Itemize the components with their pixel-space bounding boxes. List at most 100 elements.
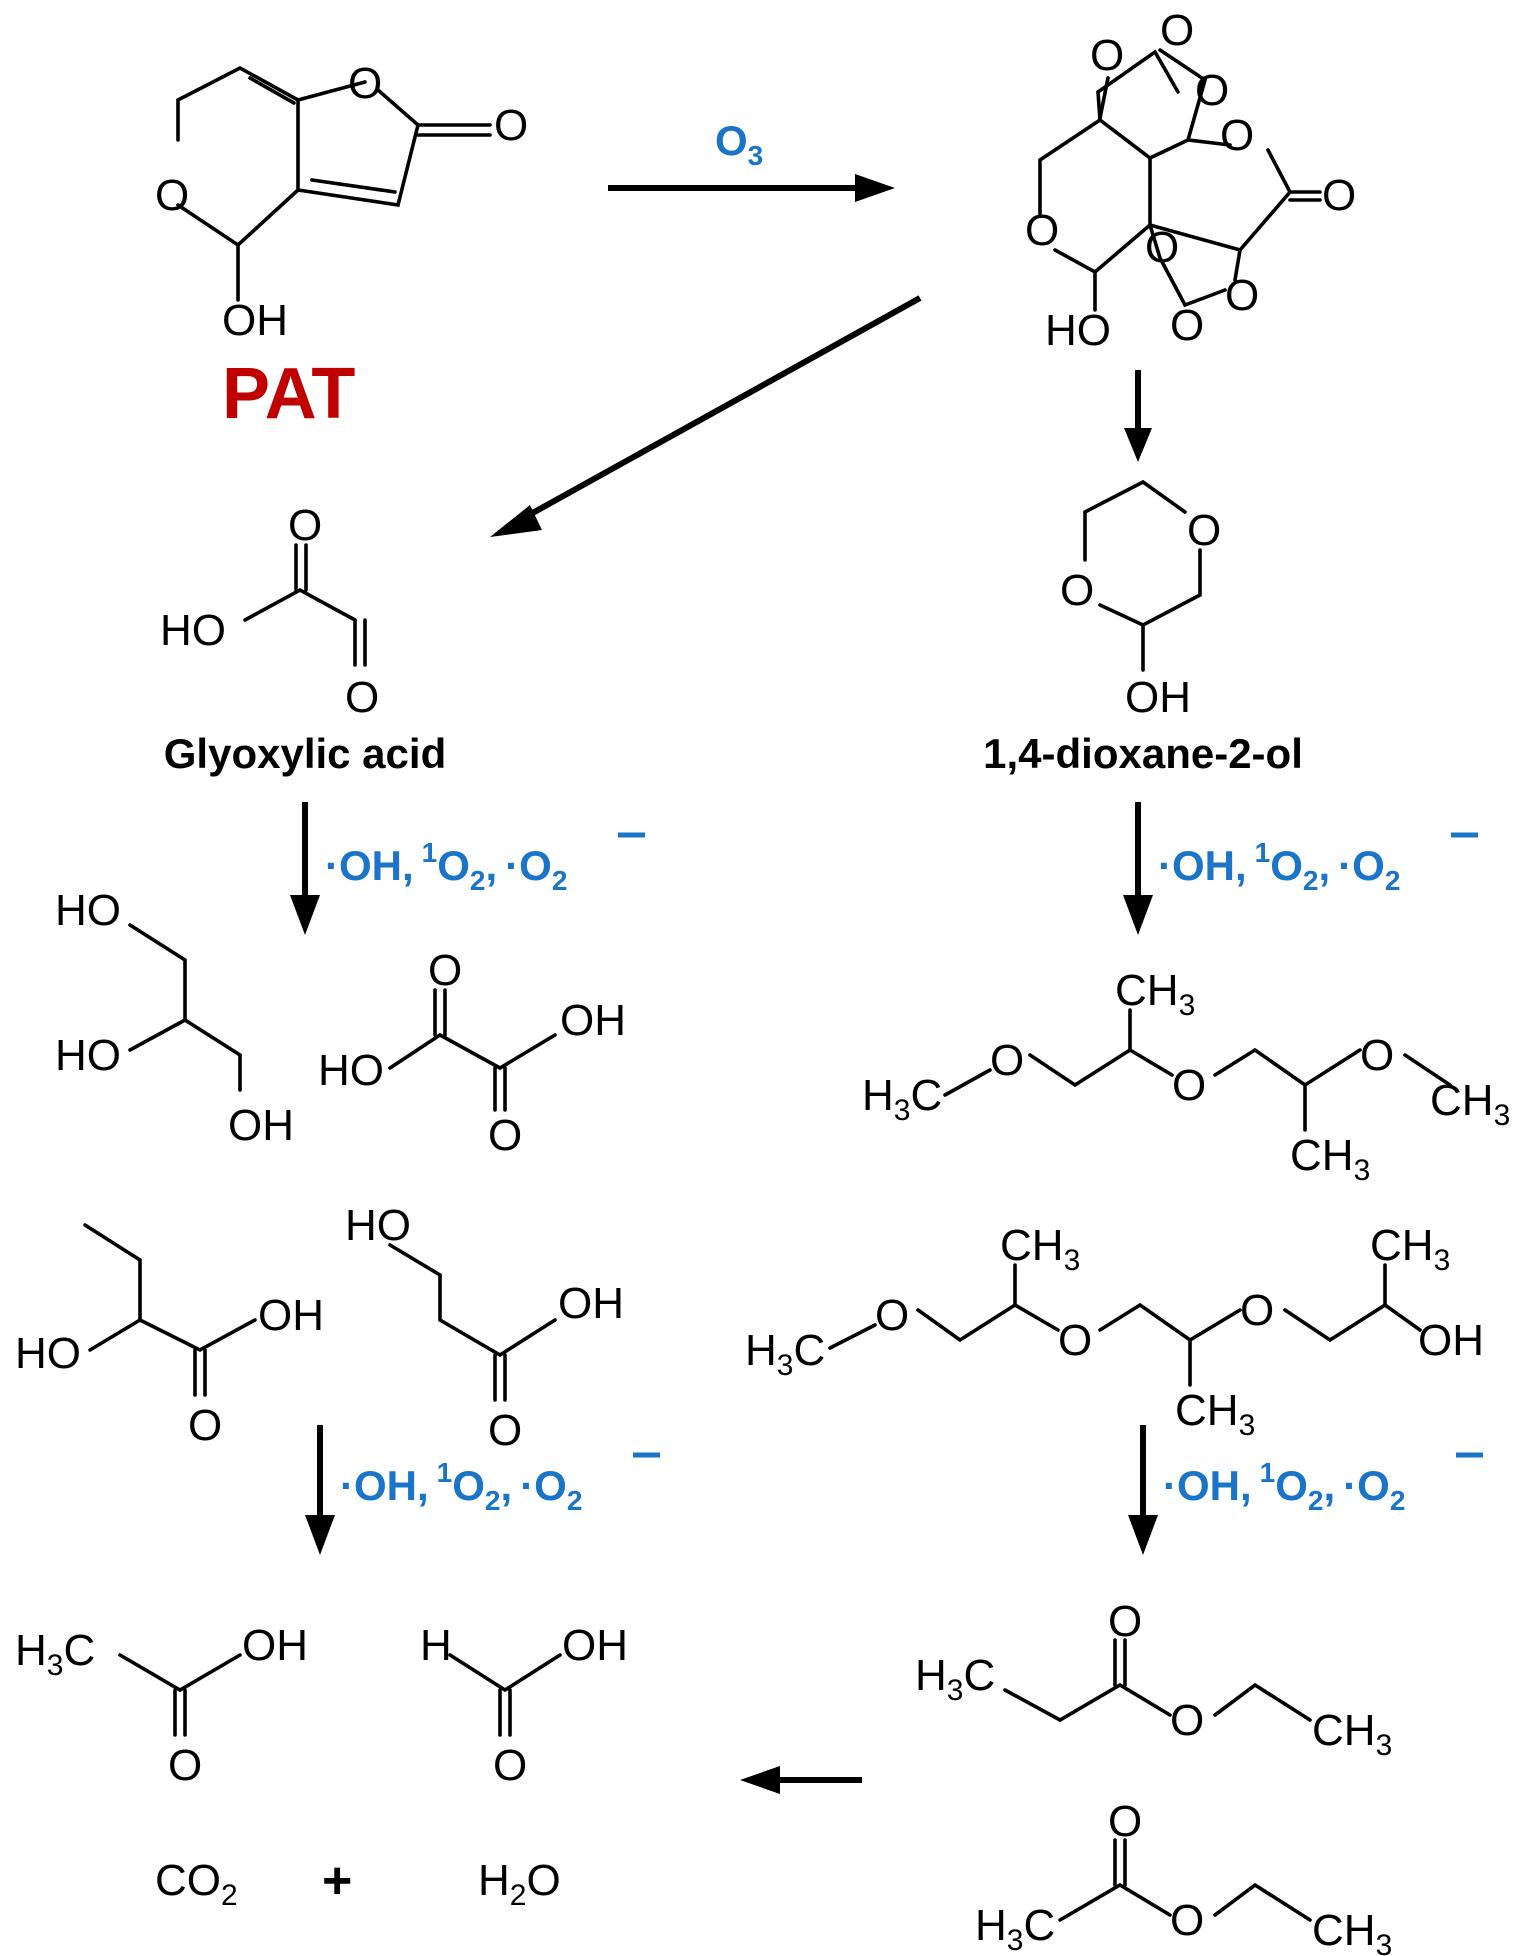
arrow-to-glyoxylic [490,295,922,537]
svg-text:·OH,1O2,·O2: ·OH,1O2,·O2 [1163,1457,1405,1516]
svg-text:·OH,1O2,·O2: ·OH,1O2,·O2 [325,837,567,896]
ether-2-o-2: O [1058,1316,1092,1365]
hydroxypropanoic-hydroxyl: HO [345,1201,411,1250]
ozonide-carbonyl-o: O [1322,171,1356,220]
pat-pyran-o: O [155,171,189,220]
oxalic-structure: O HO OH O [318,946,626,1160]
ether-1-o-3: O [1360,1031,1394,1080]
ethyl-propanoate-structure: O H3C O CH3 [915,1597,1392,1762]
co2-label: CO2 [155,1856,238,1912]
ozonation-arrow: O3 [608,117,895,202]
ethyl-propanoate-methyl-right: CH3 [1312,1706,1392,1762]
ethyl-acetate-structure: O H3C O CH3 [975,1797,1392,1956]
acetic-acid-methyl: H3C [15,1626,95,1682]
hydroxybutanoic-structure: HO OH O [15,1223,324,1450]
ethyl-acetate-methyl-left: H3C [975,1901,1055,1956]
dioxanol-hydroxyl: OH [1125,673,1191,722]
hydroxypropanoic-carbonyl-o: O [488,1406,522,1455]
acetic-acid-carbonyl-o: O [168,1741,202,1790]
ros-arrow-left-2: ·OH,1O2,·O2 [305,1425,660,1555]
ether-1-methyl-right: CH3 [1430,1076,1510,1132]
svg-text:·OH,1O2,·O2: ·OH,1O2,·O2 [1158,837,1400,896]
arrow-to-final-products [740,1766,862,1794]
ether-1-o-1: O [990,1036,1024,1085]
pat-ring-o: O [348,59,382,108]
dioxanol-o-1: O [1187,506,1221,555]
glyoxylic-structure: O HO O [160,501,379,722]
ozonide-structure: O O O O O O O O O HO [1025,6,1356,355]
hydroxybutanoic-carbonyl-o: O [188,1401,222,1450]
acetic-acid-structure: H3C OH O [15,1621,308,1790]
dioxanol-o-2: O [1060,566,1094,615]
ros-label-left-1: ·OH,1O2,·O2 [325,832,645,896]
pat-structure: O O O OH [155,59,528,345]
ozonide-o-3: O [1195,66,1229,115]
hydroxypropanoic-acid-oh: OH [558,1279,624,1328]
mineralization-products: CO2 + H2O [155,1852,561,1912]
svg-text:·OH,1O2,·O2: ·OH,1O2,·O2 [340,1457,582,1516]
ether-1-methyl-bottom: CH3 [1290,1131,1370,1187]
ros-arrow-left-1: ·OH,1O2,·O2 [290,802,645,935]
glycerol-hydroxyl-3: OH [228,1101,294,1150]
ozonide-o-5: O [1025,206,1059,255]
ros-arrow-right-1: ·OH,1O2,·O2 [1123,802,1478,935]
ethyl-propanoate-methyl-left: H3C [915,1651,995,1707]
pat-label: PAT [222,354,355,434]
ether-1-structure: H3C O CH3 O O CH3 CH3 [862,966,1510,1187]
ether-1-methyl-left: H3C [862,1071,942,1127]
dioxanol-structure: O O OH [1060,479,1221,722]
ether-1-methyl-top: CH3 [1115,966,1195,1022]
glyoxylic-label: Glyoxylic acid [164,730,446,777]
ozonide-o-2: O [1160,6,1194,55]
pat-hydroxyl: OH [222,296,288,345]
formic-acid-hydroxyl: OH [562,1621,628,1670]
ros-label-right-1: ·OH,1O2,·O2 [1158,832,1478,896]
ethyl-acetate-ester-o: O [1170,1896,1204,1945]
ether-2-o-1: O [875,1291,909,1340]
acetic-acid-hydroxyl: OH [242,1621,308,1670]
ethyl-propanoate-ester-o: O [1170,1696,1204,1745]
h2o-label: H2O [478,1856,561,1912]
ozonide-o-7: O [1225,271,1259,320]
formic-acid-hydrogen: H [420,1621,452,1670]
ozone-label: O3 [715,117,763,171]
ozonide-o-8: O [1170,301,1204,350]
ether-2-methyl-bottom: CH3 [1175,1386,1255,1442]
oxalic-hydroxyl-1: HO [318,1046,384,1095]
glycerol-hydroxyl-1: HO [55,886,121,935]
ethyl-propanoate-carbonyl-o: O [1108,1597,1142,1646]
ether-2-methyl-top-1: CH3 [1000,1221,1080,1277]
hydroxybutanoic-acid-oh: OH [258,1291,324,1340]
hydroxybutanoic-hydroxyl: HO [15,1329,81,1378]
glycerol-structure: HO HO OH [55,886,294,1150]
ethyl-acetate-carbonyl-o: O [1108,1797,1142,1846]
ether-1-o-2: O [1172,1061,1206,1110]
ether-2-methyl-top-2: CH3 [1370,1221,1450,1277]
ether-2-o-3: O [1240,1286,1274,1335]
ether-2-structure: H3C O CH3 O O CH3 CH3 OH [745,1221,1484,1442]
ozonide-hydroxyl: HO [1045,306,1111,355]
ozonide-o-1: O [1090,31,1124,80]
ros-arrow-right-2: ·OH,1O2,·O2 [1128,1425,1483,1555]
glyoxylic-o-2: O [345,673,379,722]
hydroxypropanoic-structure: HO OH O [345,1201,624,1455]
glycerol-hydroxyl-2: HO [55,1031,121,1080]
ether-2-hydroxyl: OH [1418,1316,1484,1365]
glyoxylic-o-1: O [288,501,322,550]
ozonide-o-4: O [1220,111,1254,160]
dioxanol-label: 1,4-dioxane-2-ol [983,730,1303,777]
oxalic-hydroxyl-2: OH [560,996,626,1045]
ros-label-right-2: ·OH,1O2,·O2 [1163,1452,1483,1516]
pat-carbonyl-o: O [494,101,528,150]
oxalic-o-1: O [428,946,462,995]
ozonide-o-6: O [1145,223,1179,272]
formic-acid-carbonyl-o: O [493,1741,527,1790]
arrow-to-dioxanol [1124,370,1152,462]
ethyl-acetate-methyl-right: CH3 [1312,1906,1392,1956]
formic-acid-structure: H OH O [420,1621,628,1790]
glyoxylic-hydroxyl: HO [160,606,226,655]
ether-2-methyl-left: H3C [745,1326,825,1382]
oxalic-o-2: O [488,1111,522,1160]
plus-sign: + [322,1852,352,1910]
